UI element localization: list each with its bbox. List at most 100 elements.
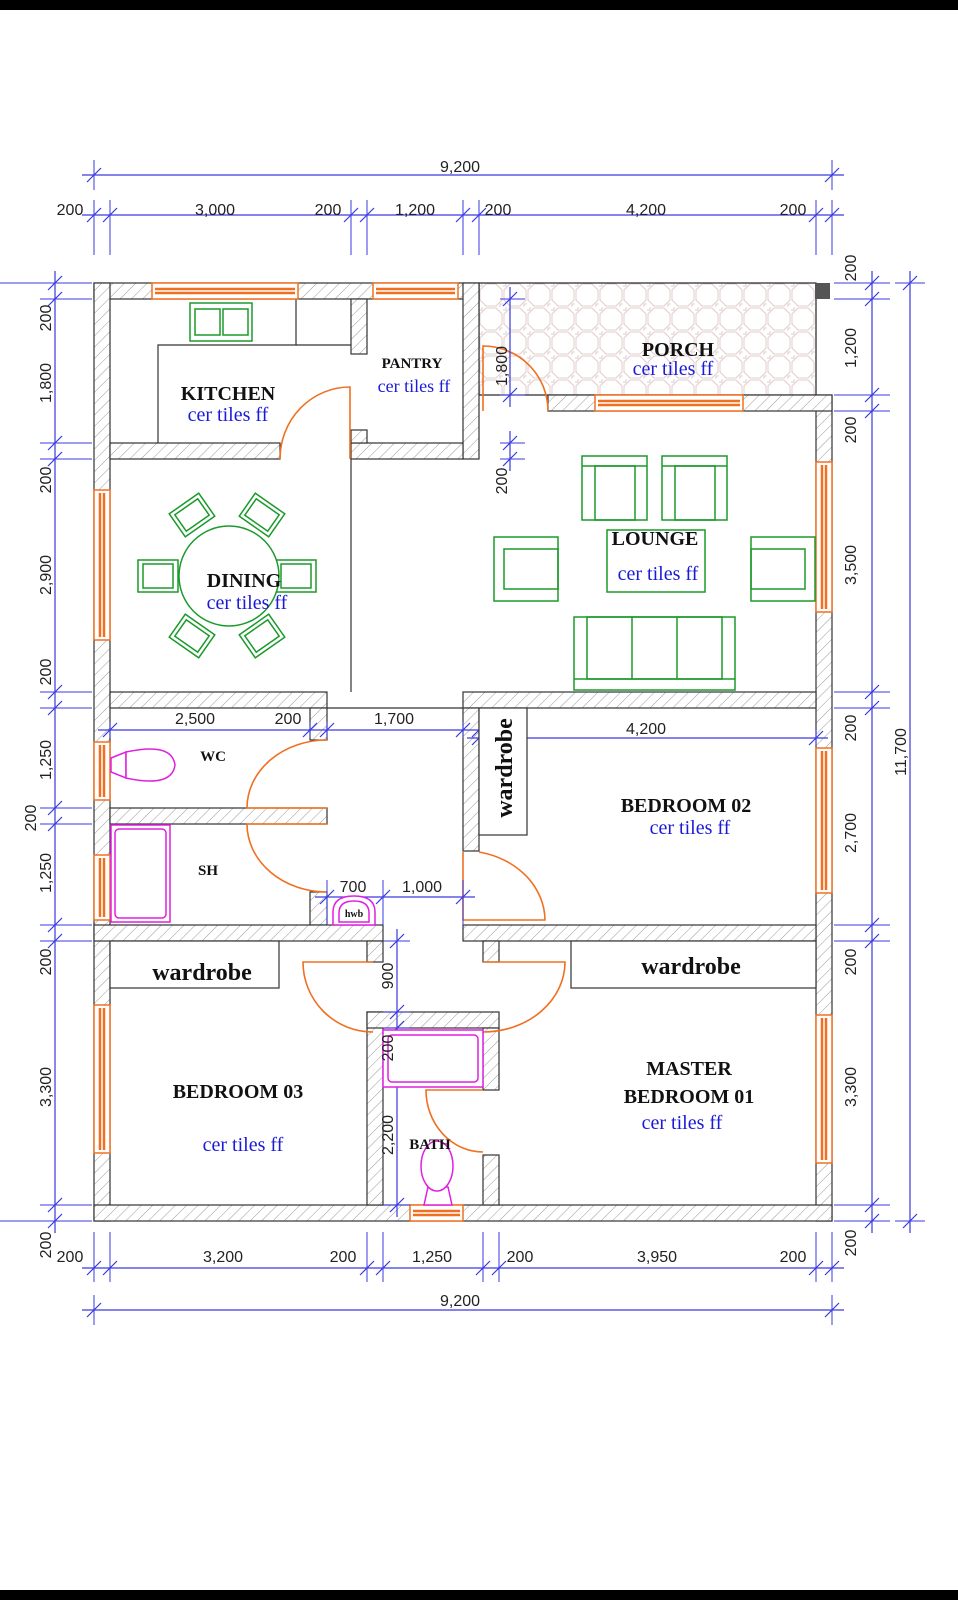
window-icon — [594, 394, 744, 412]
wardrobe-bedroom02-label: wardrobe — [492, 718, 518, 818]
dimension-tick — [47, 275, 63, 291]
shower-tray-icon — [110, 824, 171, 923]
wall — [350, 442, 464, 460]
dimension-tick — [864, 1197, 880, 1213]
wardrobe-bedroom03 — [109, 940, 280, 989]
porch-finish: cer tiles ff — [633, 358, 714, 380]
bedroom02-finish: cer tiles ff — [650, 817, 731, 839]
dining-chair-icon — [168, 613, 216, 659]
bathtub-icon — [382, 1029, 484, 1088]
dimension-tick — [864, 291, 880, 307]
dimension-tick — [102, 722, 118, 738]
horizontal-dimension — [82, 1295, 844, 1325]
dim-wc-width: 2,500 — [175, 711, 215, 728]
dimension-tick — [864, 403, 880, 419]
window-icon — [815, 1014, 833, 1164]
dim-bottom: 200 — [330, 1249, 357, 1266]
dim-passage-width: 1,000 — [402, 879, 442, 896]
dimension-tick — [47, 1213, 63, 1229]
dimension-tick — [475, 1260, 491, 1276]
kitchen-counter — [157, 299, 297, 443]
dimension-tick — [375, 1260, 391, 1276]
dimension-tick — [864, 917, 880, 933]
vertical-dimension — [500, 287, 525, 407]
dimension-tick — [824, 1302, 840, 1318]
horizontal-dimension — [82, 200, 844, 255]
vertical-dimension — [895, 271, 925, 1233]
dimension-tick — [455, 207, 471, 223]
dimension-tick — [824, 207, 840, 223]
dimension-labels: 9,200 200 3,000 200 1,200 200 4,200 200 … — [23, 159, 910, 1310]
dim-left: 2,900 — [38, 555, 55, 595]
dim-right: 3,500 — [843, 545, 860, 585]
dimension-tick — [86, 207, 102, 223]
dim-left: 200 — [38, 305, 55, 332]
dim-right: 200 — [843, 255, 860, 282]
dining-chair-icon — [238, 492, 286, 538]
dim-top: 200 — [315, 202, 342, 219]
wall — [93, 924, 384, 942]
dim-porch-door: 1,800 — [494, 346, 511, 386]
dim-right: 200 — [843, 715, 860, 742]
dim-top-overall: 9,200 — [440, 159, 480, 176]
master-bedroom-finish: cer tiles ff — [642, 1112, 723, 1134]
wall — [462, 282, 480, 460]
dim-bottom: 1,250 — [412, 1249, 452, 1266]
wc-label: WC — [200, 749, 226, 765]
door-wc-swing — [246, 739, 328, 809]
kitchen-label: KITCHEN — [181, 383, 276, 405]
dim-right: 3,300 — [843, 1067, 860, 1107]
dim-right: 1,200 — [843, 328, 860, 368]
window-frame — [93, 854, 111, 921]
dimension-tick — [455, 889, 471, 905]
dimension-tick — [319, 722, 335, 738]
kitchen-sink-icon — [189, 302, 253, 342]
wardrobe-bedroom02 — [478, 707, 528, 836]
dimension-tick — [302, 722, 318, 738]
dimension-tick — [864, 1213, 880, 1229]
lounge-label: LOUNGE — [612, 528, 699, 550]
window-frame — [93, 1004, 111, 1154]
windows — [93, 282, 833, 1222]
pantry-finish: cer tiles ff — [378, 376, 451, 396]
dim-left: 200 — [38, 467, 55, 494]
window-icon — [93, 489, 111, 641]
dimension-tick — [47, 816, 63, 832]
dim-left: 1,250 — [38, 853, 55, 893]
porch-label: PORCH — [642, 339, 715, 361]
dim-top: 3,000 — [195, 202, 235, 219]
dim-lounge-wall: 200 — [494, 468, 511, 495]
window-frame — [815, 461, 833, 613]
window-frame — [372, 282, 459, 300]
dimension-tick — [864, 700, 880, 716]
dim-left: 1,800 — [38, 363, 55, 403]
door-master-swing — [482, 961, 566, 1033]
wall — [366, 940, 384, 963]
door-porch-swing — [482, 345, 549, 412]
dimension-tick — [864, 275, 880, 291]
vertical-dimension — [834, 271, 890, 1233]
dimension-tick — [471, 207, 487, 223]
dining-chair-icon — [168, 492, 216, 538]
dimension-tick — [502, 451, 518, 467]
window-frame — [151, 282, 299, 300]
dimension-tick — [864, 933, 880, 949]
dining-label: DINING — [207, 570, 282, 592]
dim-corridor: 1,700 — [374, 711, 414, 728]
window-icon — [815, 461, 833, 613]
dim-bottom: 3,200 — [203, 1249, 243, 1266]
wardrobe-master-label: wardrobe — [641, 954, 741, 980]
dimension-tick — [47, 684, 63, 700]
dim-right: 200 — [843, 1230, 860, 1257]
window-frame — [815, 747, 833, 894]
dimension-tick — [47, 800, 63, 816]
dim-top: 200 — [780, 202, 807, 219]
dimension-tick — [359, 207, 375, 223]
wc-toilet-icon — [110, 748, 176, 782]
dim-left: 200 — [38, 949, 55, 976]
bath-label: BATH — [409, 1137, 451, 1153]
dimension-tick — [864, 387, 880, 403]
dimension-tick — [824, 167, 840, 183]
window-icon — [151, 282, 299, 300]
dim-right: 200 — [843, 417, 860, 444]
